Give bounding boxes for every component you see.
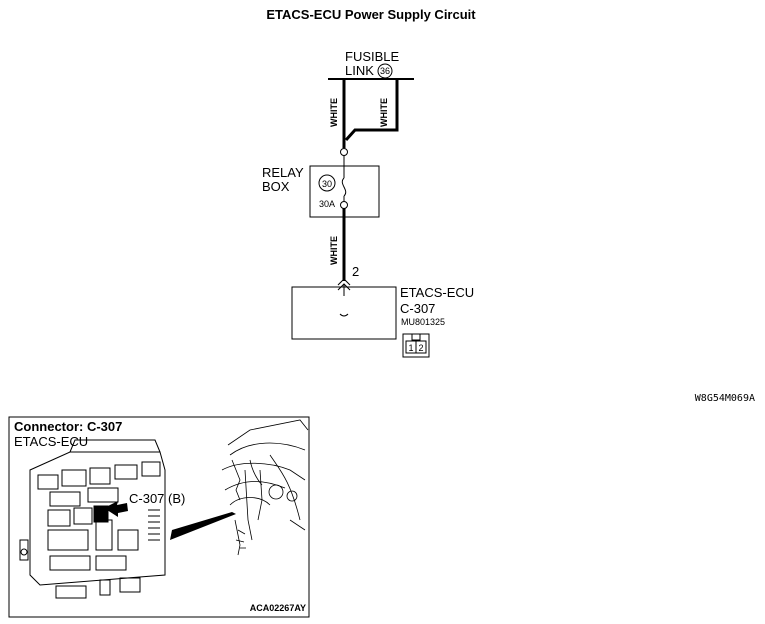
inset-frame	[8, 416, 310, 618]
fuse-number-circle	[318, 174, 336, 192]
inset-heading: Connector: C-307	[14, 419, 122, 434]
left-wire-color: WHITE	[329, 98, 339, 127]
ecu-connector: C-307	[400, 301, 435, 316]
dashboard-illustration	[221, 419, 309, 556]
ecu-part-number: MU801325	[401, 317, 445, 327]
inset-callout: C-307 (B)	[129, 491, 185, 506]
etacs-ecu-box: ETACS-ECU C-307 MU801325 1 2	[291, 285, 474, 358]
inset-figure-code: ACA02267AY	[250, 603, 306, 613]
fuse-rating: 30A	[319, 199, 335, 209]
connector-location-inset: Connector: C-307 ETACS-ECU	[8, 416, 310, 618]
ecu-illustration	[19, 439, 166, 599]
right-wire-color: WHITE	[379, 98, 389, 127]
ecu-outline	[291, 286, 397, 340]
lower-wiring: WHITE 2	[329, 208, 359, 296]
lower-wire-color: WHITE	[329, 236, 339, 265]
relay-terminal-bottom	[340, 201, 348, 209]
relay-box-label: RELAY	[262, 165, 304, 180]
fusible-link-label: FUSIBLE	[345, 49, 400, 64]
relay-box-label-2: BOX	[262, 179, 290, 194]
fusible-link: FUSIBLE LINK 36	[328, 49, 414, 80]
diagram-title: ETACS-ECU Power Supply Circuit	[266, 7, 476, 22]
fuse-number: 30	[322, 179, 332, 189]
right-wire	[344, 79, 399, 142]
callout-arrow	[104, 501, 128, 517]
pin-1-label: 1	[408, 343, 413, 353]
fusible-link-number: 36	[380, 66, 390, 76]
fuse-symbol	[341, 177, 347, 197]
location-pointer	[170, 512, 236, 540]
ecu-label: ETACS-ECU	[400, 285, 474, 300]
pin-diagram-key	[411, 333, 421, 341]
relay-terminal-top	[340, 148, 348, 156]
fusible-link-label-2: LINK	[345, 63, 374, 78]
figure-code: W8G54M069A	[695, 393, 755, 404]
inset-subheading: ETACS-ECU	[14, 434, 88, 449]
pin-2-label: 2	[418, 343, 423, 353]
upper-wiring: WHITE WHITE	[329, 79, 399, 148]
relay-box: RELAY BOX 30 30A	[262, 148, 380, 218]
pin-number: 2	[352, 264, 359, 279]
ecu-terminal-mark	[339, 313, 349, 317]
